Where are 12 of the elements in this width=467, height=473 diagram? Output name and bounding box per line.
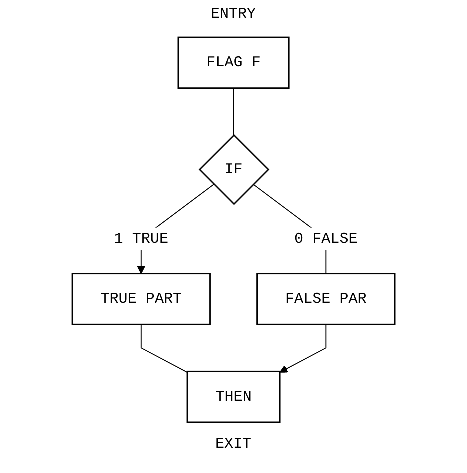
connector <box>140 324 188 374</box>
exit-label: EXIT <box>214 435 252 455</box>
entry-label: ENTRY <box>210 5 257 25</box>
edge-label: 1 TRUE <box>114 230 168 248</box>
connector <box>233 88 234 136</box>
node-box: FLAG F <box>177 36 290 90</box>
node-box: TRUE PART <box>72 273 211 326</box>
node-box: FALSE PAR <box>256 273 396 326</box>
node-box: THEN <box>186 370 280 424</box>
node-diamond: IF <box>198 134 270 206</box>
edge-label: 0 FALSE <box>294 230 358 248</box>
arrow <box>279 324 326 373</box>
